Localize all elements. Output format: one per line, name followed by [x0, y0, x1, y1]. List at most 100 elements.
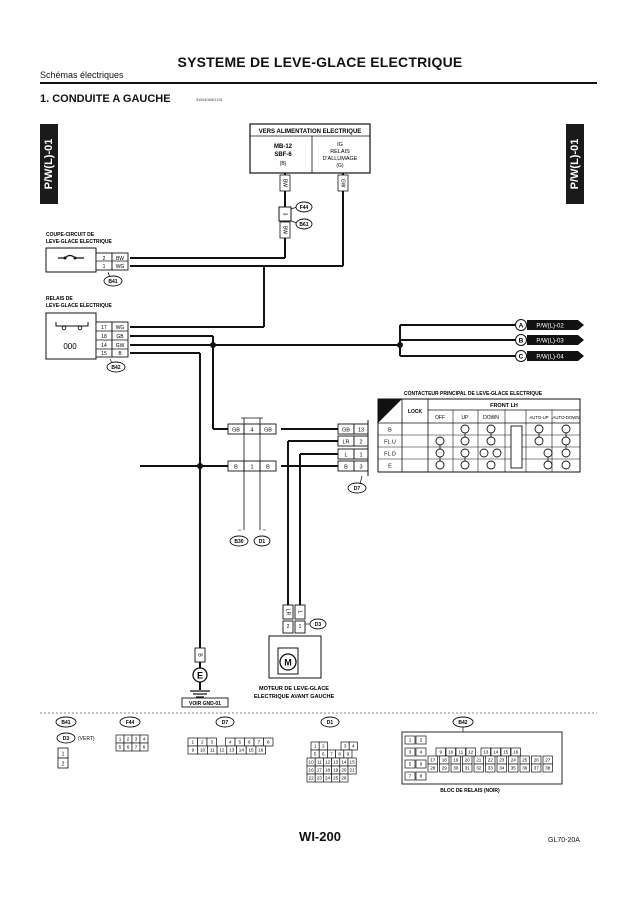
d1-pin-cell-label: 17 [317, 768, 323, 773]
svg-text:C: C [519, 354, 524, 361]
d1-pin-cell-label: 24 [325, 776, 331, 781]
power-col1-line1: MB-12 [274, 144, 293, 150]
svg-text:B42: B42 [458, 720, 467, 726]
section-title: 1. CONDUITE A GAUCHE [40, 93, 171, 105]
switch-row-e: E [388, 464, 392, 470]
b42-pin-cell [404, 771, 416, 781]
side-tab-right: P/W(L)-01 [566, 124, 584, 204]
d1-pin-cell-label: 9 [347, 752, 350, 757]
d1-pin-cell-label: 20 [341, 768, 347, 773]
svg-text:A: A [519, 323, 524, 330]
relay-pin-14: 14 [101, 343, 107, 349]
b42-pin-cell [519, 763, 530, 773]
f44-pin-cell-label: 2 [127, 737, 130, 742]
switch-row-b: B [388, 428, 392, 434]
d1-pin-cell [339, 773, 349, 783]
b42-pin-cell-label: 28 [430, 766, 436, 771]
d1-pin-cell [347, 765, 357, 775]
b42-pin-cell-label: 16 [513, 750, 519, 755]
main-switch-table: CONTACTEUR PRINCIPAL DE LEVE-GLACE ELECT… [377, 391, 581, 473]
page-number: WI-200 [299, 829, 341, 844]
d7-pin-cell-label: 4 [229, 740, 232, 745]
d7-pin-cell-label: 13 [229, 748, 235, 753]
power-col2-line1: IG [337, 142, 343, 148]
f44-pin-cell-label: 5 [119, 745, 122, 750]
circuit-breaker-label-1: COUPE-CIRCUIT DE [46, 232, 95, 238]
b42-pin-cell-label: 13 [483, 750, 489, 755]
ground-point: B E VOIR GND-01 [181, 647, 229, 708]
switch-row-flu: FL U [384, 440, 396, 446]
d7-pin-cell-label: 15 [248, 748, 254, 753]
power-col1-line3: (B) [280, 161, 287, 167]
b42-pin-cell [427, 763, 438, 773]
d1-pin-cell-label: 15 [350, 760, 356, 765]
b42-pin-cell-label: 26 [534, 758, 540, 763]
f44-pin-cell-label: 8 [143, 745, 146, 750]
connector-d7: D7 [354, 486, 361, 492]
b42-pin-cell-label: 22 [488, 758, 494, 763]
cb-pin-1: 1 [103, 264, 106, 270]
b42-pin-cell-label: 7 [409, 774, 412, 779]
cb-wire-wg: WG [116, 264, 125, 270]
b42-pin-cell-label: 24 [511, 758, 517, 763]
d7-pin-cell-label: 11 [210, 748, 215, 753]
b42-pin-cell [473, 763, 484, 773]
svg-text:LR: LR [342, 440, 349, 446]
relay-pin-18: 18 [101, 334, 107, 340]
f44-pin-cell [139, 742, 149, 752]
b42-pin-cell-label: 11 [458, 750, 463, 755]
d1-pin-cell-label: 2 [322, 744, 325, 749]
d7-pin-cell-label: 2 [201, 740, 204, 745]
svg-text:3: 3 [359, 465, 362, 471]
b42-pin-cell [531, 763, 542, 773]
f44-pin-cell-label: 7 [135, 745, 138, 750]
connector-d3: D3 [315, 622, 322, 628]
d1-pin-cell-label: 19 [333, 768, 339, 773]
circuit-breaker: COUPE-CIRCUIT DE LEVE-GLACE ELECTRIQUE 2… [45, 232, 129, 287]
b42-pin-cell-label: 4 [420, 750, 423, 755]
svg-text:GB: GB [264, 428, 272, 434]
d7-pin-cell-label: 10 [200, 748, 206, 753]
svg-text:13: 13 [358, 428, 364, 434]
power-window-relay: RELAIS DE LEVE-GLACE ELECTRIQUE 000 17 1… [45, 296, 129, 373]
motor-wire-lr: LR [285, 609, 291, 616]
b42-pin-cell-label: 15 [503, 750, 509, 755]
d7-pin-cell-label: 5 [238, 740, 241, 745]
b42-pin-cell [415, 747, 427, 757]
d3-color-note: (VERT) [78, 736, 95, 742]
svg-text:1: 1 [62, 752, 65, 758]
b42-pin-cell [415, 759, 427, 769]
connector-b30: B30 [234, 539, 243, 545]
b42-pin-cell-label: 2 [420, 738, 423, 743]
d7-connector: GB 13 LR 2 L 1 B 3 D7 [337, 420, 369, 494]
connector-bubble-b61: B61 [290, 218, 313, 230]
motor-label-2: ELECTRIQUE AVANT GAUCHE [254, 694, 335, 700]
switch-row-fld: FL D [384, 452, 396, 458]
f44-pin-cell-label: 3 [135, 737, 138, 742]
b42-pin-cell-label: 27 [545, 758, 551, 763]
b42-pin-cell [439, 763, 450, 773]
connector-b42: B42 [111, 365, 120, 371]
d1-pin-cell-label: 23 [317, 776, 323, 781]
b42-pin-cell-label: 23 [499, 758, 505, 763]
svg-text:D7: D7 [222, 720, 229, 726]
b42-pin-cell-label: 34 [499, 766, 505, 771]
svg-text:B: B [266, 465, 270, 471]
b42-pin-cell-label: 30 [453, 766, 459, 771]
f44-pin: 3 [282, 213, 288, 216]
b42-pin-cell-label: 31 [465, 766, 471, 771]
b42-pin-cell-label: 9 [439, 750, 442, 755]
svg-text:2: 2 [359, 440, 362, 446]
svg-text:D1: D1 [327, 720, 334, 726]
ground-symbol: E [197, 671, 203, 681]
motor-label-1: MOTEUR DE LEVE-GLACE [259, 686, 329, 692]
legend-b41-d3: B41 D3 (VERT) 1 2 [55, 716, 95, 769]
b42-pin-cell-label: 18 [442, 758, 448, 763]
d7-pin-cell-label: 12 [219, 748, 225, 753]
svg-text:1: 1 [250, 465, 253, 471]
